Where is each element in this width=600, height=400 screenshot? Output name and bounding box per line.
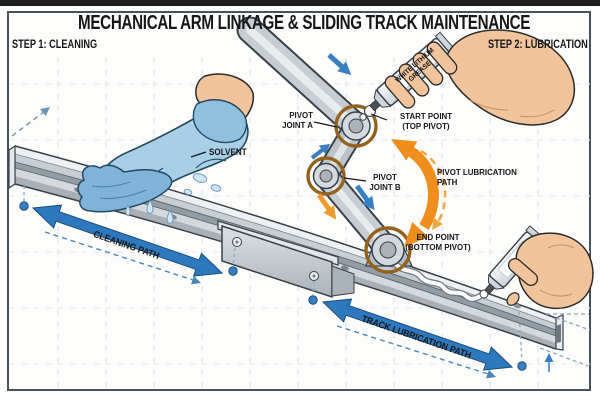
grease-tube-top (359, 29, 576, 126)
hand-bottom-right (506, 232, 594, 310)
solvent-label: SOLVENT (209, 147, 247, 157)
step1-heading: STEP 1: CLEANING (12, 39, 98, 51)
top-black-band (0, 0, 600, 6)
start-point-label: START POINT(TOP PIVOT) (399, 111, 453, 131)
end-point-label: END POINT(BOTTOM PIVOT) (405, 232, 471, 252)
cleaning-path-arrow (31, 204, 224, 285)
motion-arrows (310, 53, 375, 220)
leader-lines (190, 113, 388, 182)
cloth (77, 164, 173, 213)
grease-tube-bottom (479, 225, 594, 310)
step2-heading: STEP 2: LUBRICATION (488, 39, 588, 51)
cleaning-hand (77, 73, 255, 225)
bottom-pivot (371, 233, 405, 267)
grease-bead (388, 256, 487, 303)
reference-dots (19, 201, 527, 371)
pivot-lubrication-arrow (391, 139, 447, 247)
slider-carriage (217, 220, 355, 299)
track-lubrication-arrow (321, 298, 514, 379)
solvent-drips (125, 173, 222, 225)
diagonal-measure-arrow (11, 107, 50, 137)
page-title: MECHANICAL ARM LINKAGE & SLIDING TRACK M… (78, 11, 531, 34)
pivot-highlight-rings (306, 104, 412, 274)
pivot-joint-b (312, 162, 340, 190)
hand-top-right (384, 29, 576, 126)
arm-linkage (236, 16, 401, 263)
